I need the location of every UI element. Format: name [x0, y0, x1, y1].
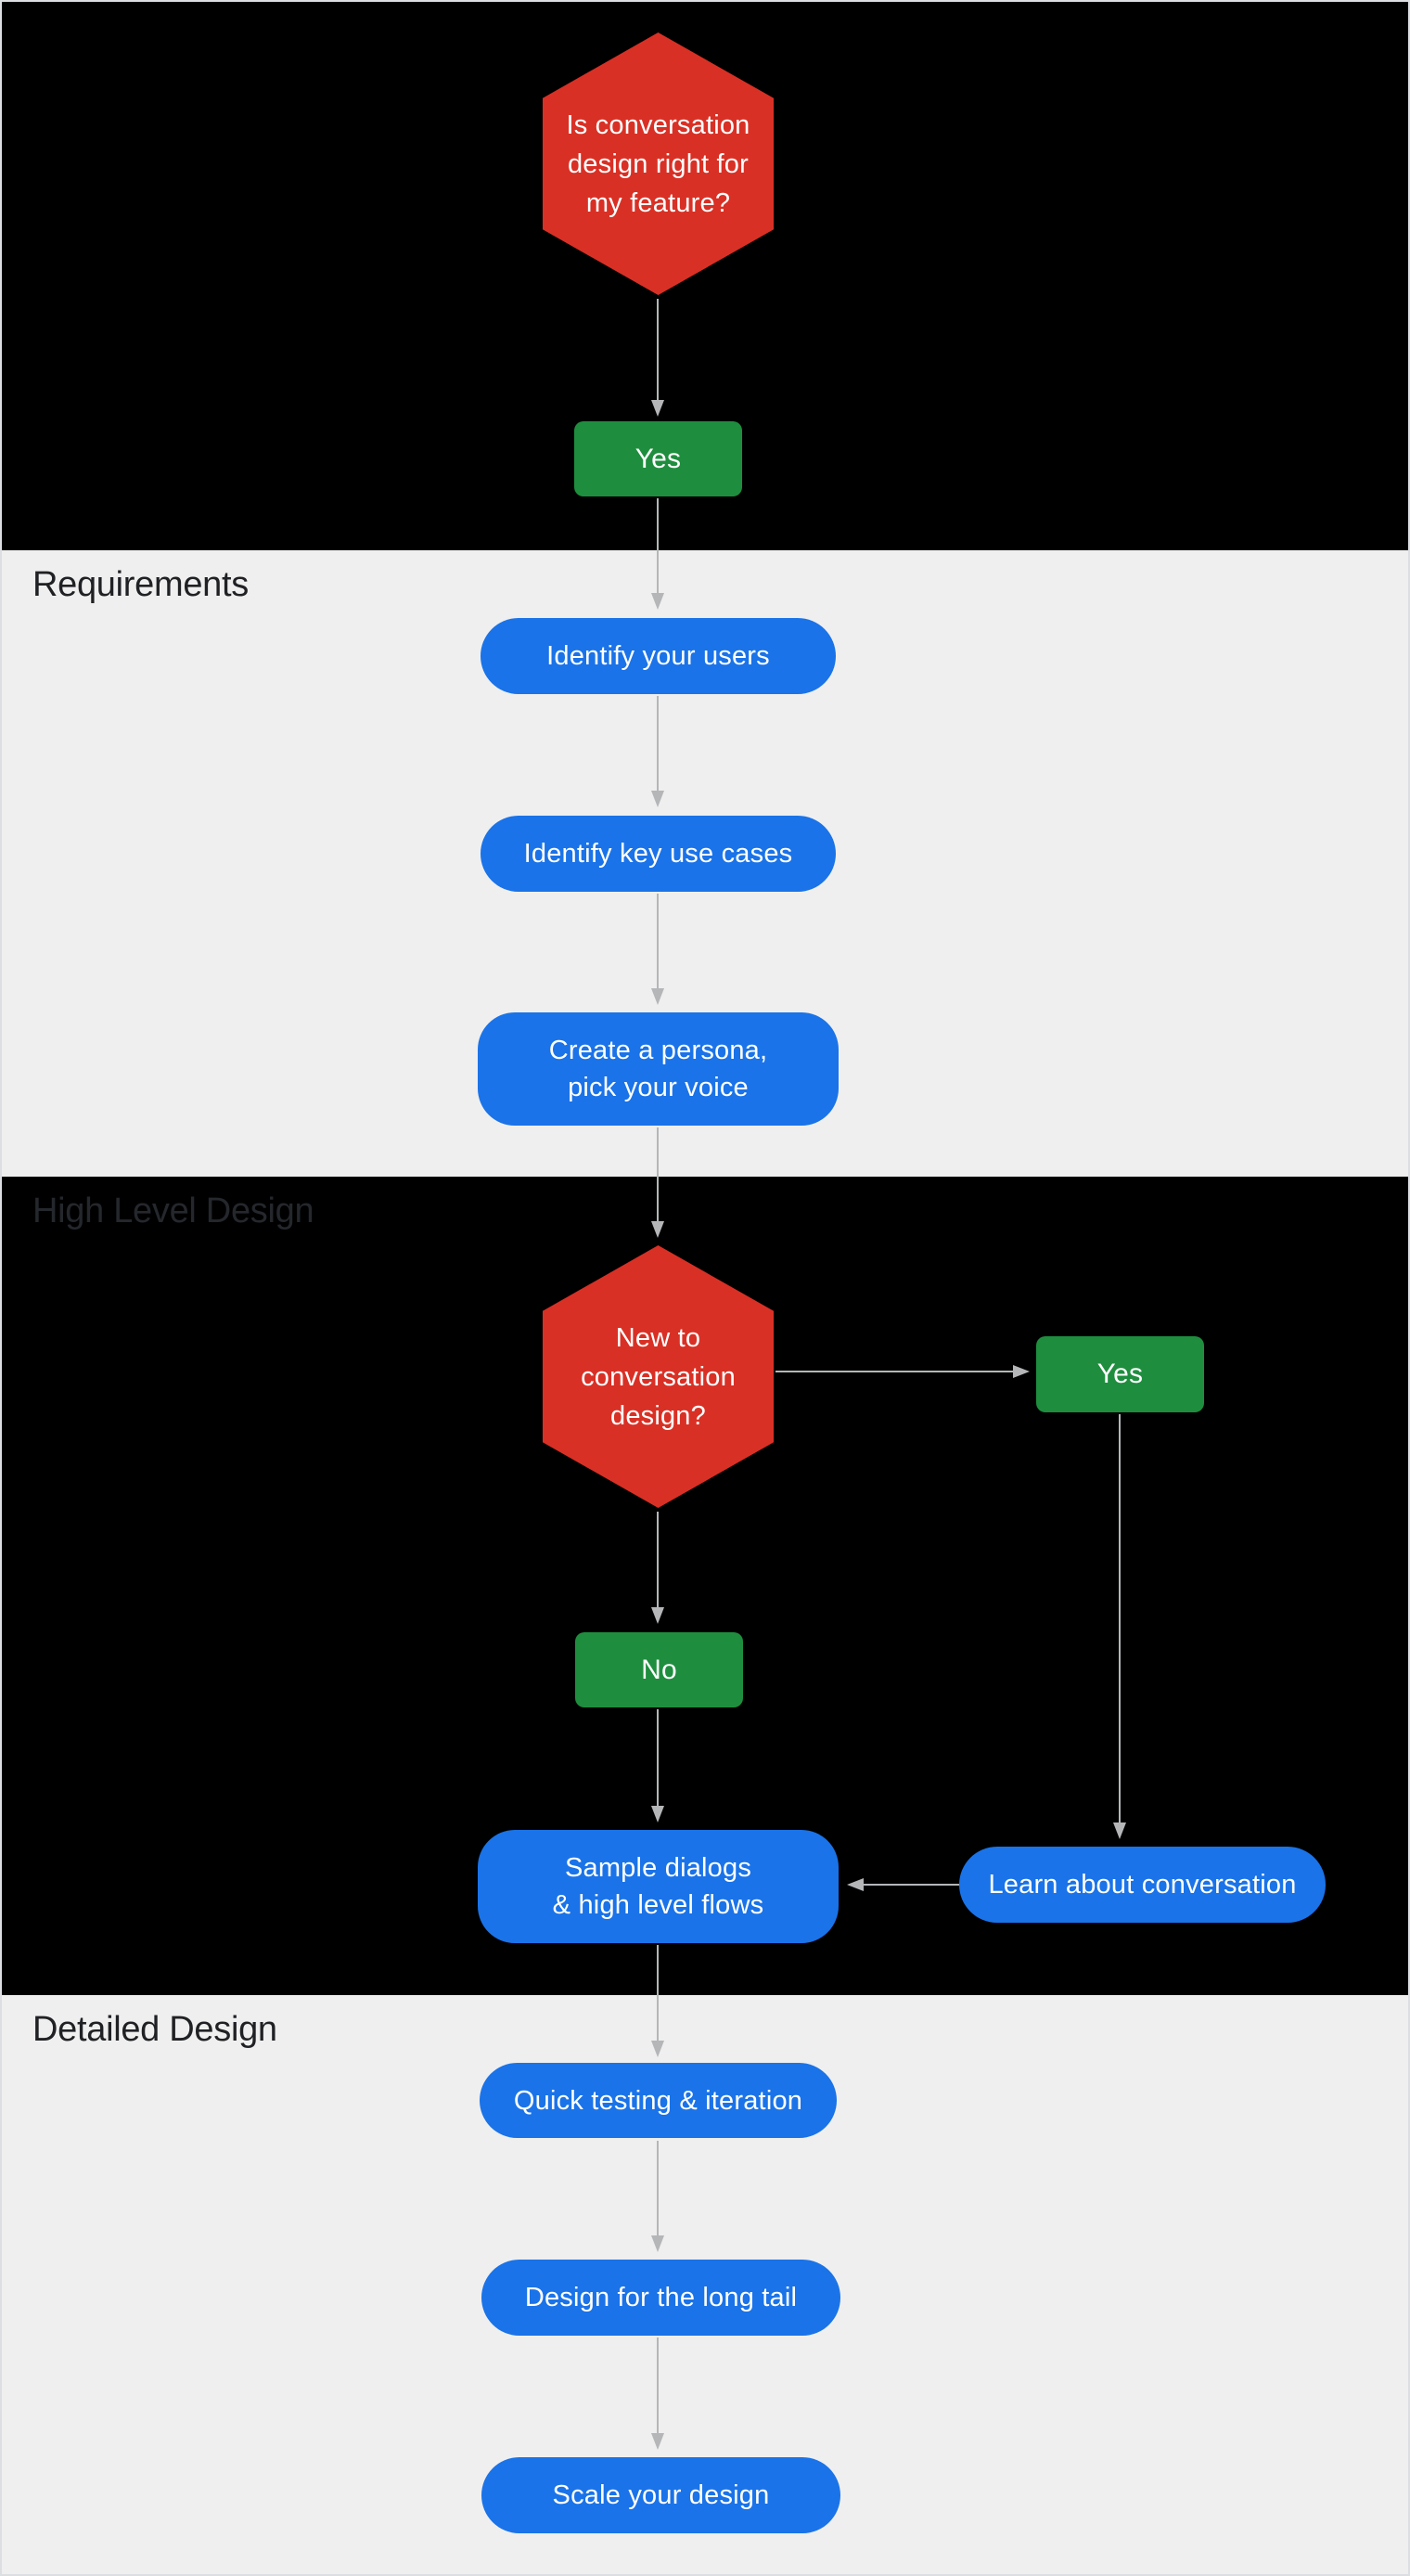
- arrow-line: [657, 1709, 659, 1806]
- arrow-head-down: [651, 988, 664, 1005]
- arrow-head-down: [651, 2041, 664, 2057]
- arrow-head-left: [847, 1878, 864, 1891]
- section-label-detailed-design: Detailed Design: [32, 2010, 277, 2049]
- answer-yes-2: Yes: [1036, 1336, 1204, 1412]
- step-quick-testing: Quick testing & iteration: [480, 2063, 837, 2138]
- arrow-line: [657, 1127, 659, 1221]
- decision-new-to-design: New to conversation design?: [543, 1245, 774, 1508]
- section-label-requirements: Requirements: [32, 565, 249, 604]
- arrow-head-down: [651, 593, 664, 610]
- arrow-line: [657, 1512, 659, 1607]
- arrow-head-right: [1013, 1365, 1030, 1378]
- arrow-line: [657, 894, 659, 988]
- answer-yes-1: Yes: [574, 421, 742, 496]
- step-design-long-tail: Design for the long tail: [481, 2260, 840, 2336]
- arrow-line: [657, 498, 659, 593]
- arrow-line: [657, 1945, 659, 2041]
- arrow-head-down: [651, 2235, 664, 2252]
- answer-no: No: [575, 1632, 743, 1707]
- arrow-line: [657, 696, 659, 791]
- arrow-line: [864, 1884, 959, 1886]
- arrow-line: [657, 2338, 659, 2433]
- step-learn-about-conversation: Learn about conversation: [959, 1847, 1326, 1923]
- step-create-persona: Create a persona, pick your voice: [478, 1012, 839, 1126]
- arrow-line: [776, 1371, 1013, 1372]
- arrow-head-down: [651, 2433, 664, 2450]
- arrow-head-down: [1113, 1823, 1126, 1839]
- arrow-head-down: [651, 1607, 664, 1624]
- arrow-head-down: [651, 400, 664, 417]
- section-label-high-level-design: High Level Design: [32, 1191, 314, 1230]
- arrow-head-down: [651, 1806, 664, 1823]
- arrow-line: [657, 299, 659, 401]
- step-identify-users: Identify your users: [481, 618, 836, 694]
- step-identify-use-cases: Identify key use cases: [481, 816, 836, 892]
- step-sample-dialogs: Sample dialogs & high level flows: [478, 1830, 839, 1943]
- step-scale-design: Scale your design: [481, 2457, 840, 2533]
- arrow-line: [1119, 1414, 1121, 1823]
- arrow-line: [657, 2141, 659, 2235]
- arrow-head-down: [651, 1221, 664, 1238]
- decision-right-for-feature: Is conversation design right for my feat…: [543, 32, 774, 295]
- arrow-head-down: [651, 791, 664, 807]
